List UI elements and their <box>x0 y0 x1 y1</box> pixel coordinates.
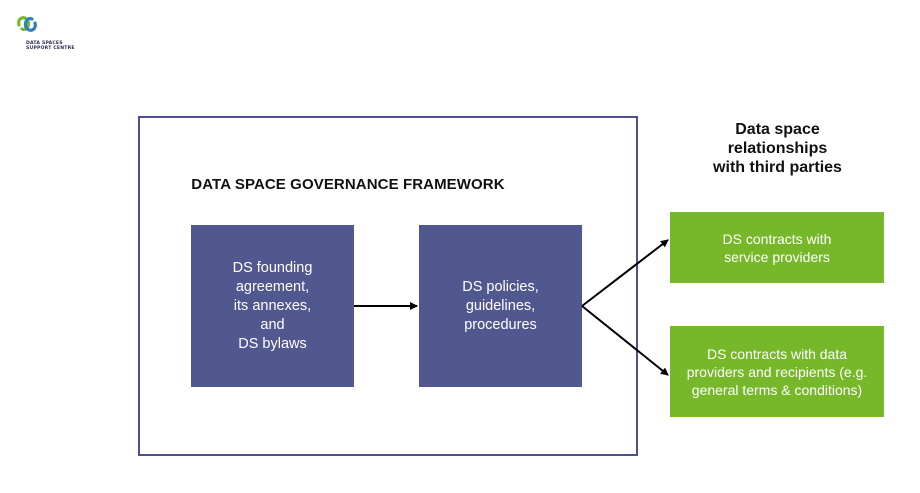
service-providers-contracts-box: DS contracts with service providers <box>670 212 884 283</box>
relationships-title: Data space relationships with third part… <box>713 121 842 176</box>
arrow-policies-to-service <box>581 239 669 307</box>
policies-box: DS policies, guidelines, procedures <box>419 225 582 387</box>
governance-framework-container <box>138 116 638 456</box>
founding-agreement-box: DS founding agreement, its annexes, and … <box>191 225 354 387</box>
data-providers-contracts-box: DS contracts with data providers and rec… <box>670 326 884 417</box>
framework-title: DATA SPACE GOVERNANCE FRAMEWORK <box>191 176 505 193</box>
logo: DATA SPACES SUPPORT CENTRE <box>10 10 90 51</box>
logo-icon <box>17 16 37 32</box>
logo-text: DATA SPACES SUPPORT CENTRE <box>26 41 75 52</box>
arrow-policies-to-data <box>581 305 669 376</box>
